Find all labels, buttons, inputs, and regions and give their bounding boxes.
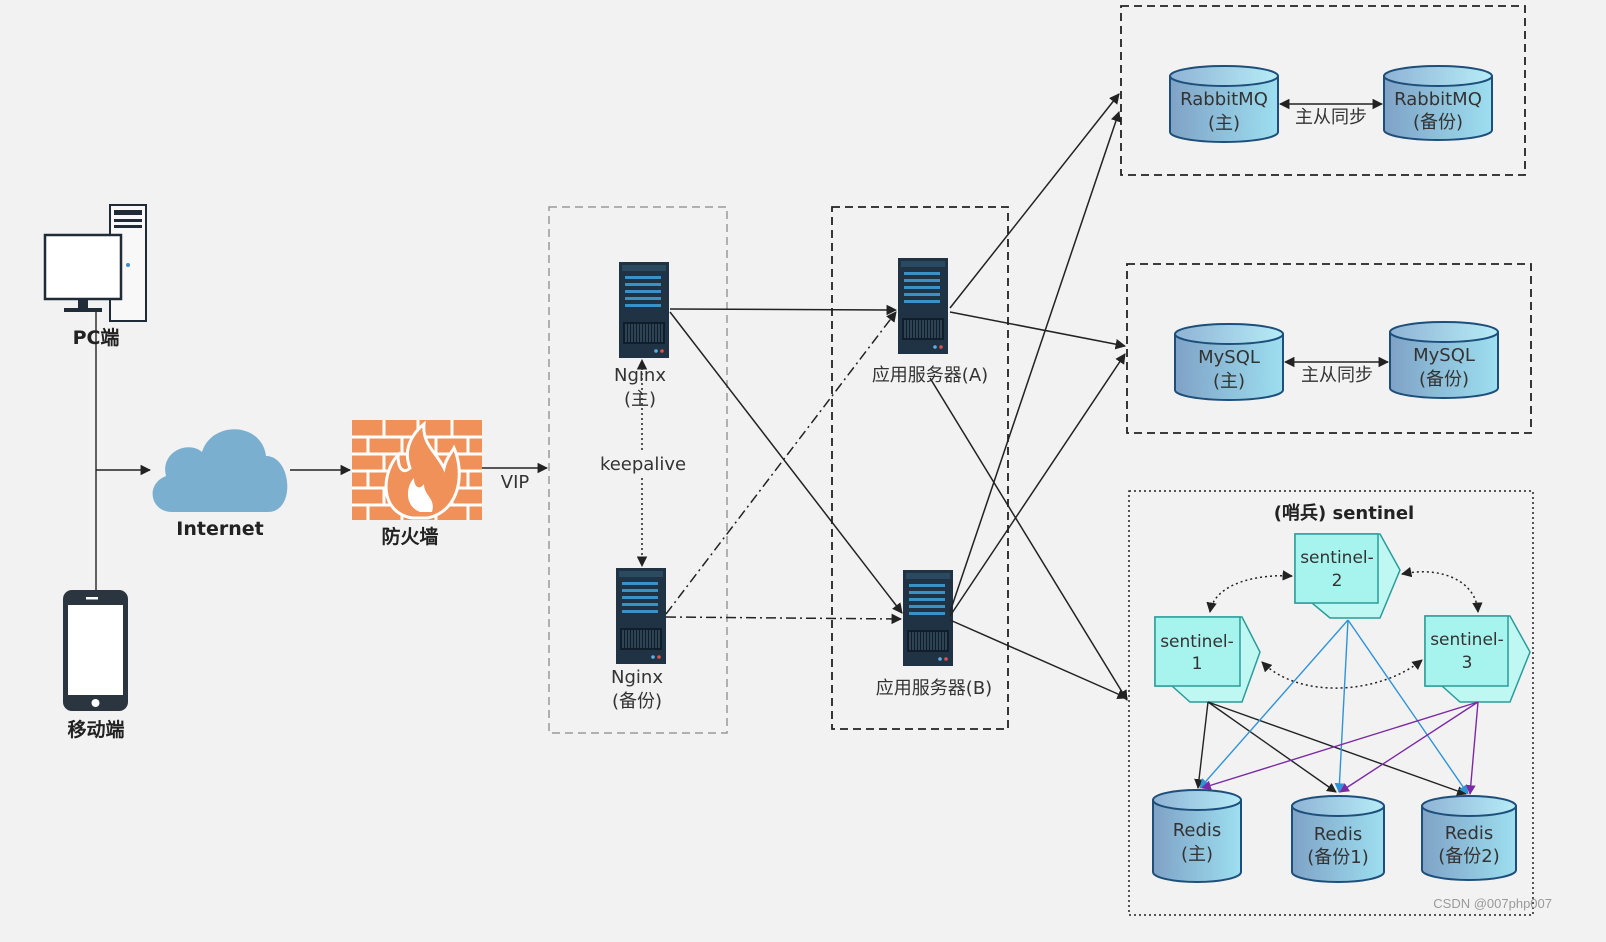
sentinel-group-title: (哨兵) sentinel — [1274, 502, 1414, 524]
app-server-b-label: 应用服务器(B) — [876, 678, 992, 699]
sentinel-group-box — [1128, 490, 1534, 916]
mysql-backup-cylinder — [1389, 321, 1499, 399]
watermark: CSDN @007php007 — [1433, 896, 1552, 911]
firewall-label: 防火墙 — [381, 525, 438, 548]
mobile-phone-icon — [63, 590, 128, 711]
internet-label: Internet — [176, 518, 263, 540]
redis-backup1-role: (备份1) — [1307, 847, 1369, 868]
nginx-main-name: Nginx — [614, 365, 666, 386]
firewall-icon — [352, 420, 482, 520]
redis-main-name: Redis — [1173, 820, 1222, 841]
mysql-sync-label: 主从同步 — [1301, 365, 1373, 386]
mysql-main-role: (主) — [1213, 371, 1245, 392]
pc-icon — [43, 204, 147, 322]
mysql-main-name: MySQL — [1198, 347, 1260, 368]
mysql-backup-role: (备份) — [1419, 369, 1469, 390]
redis-main-role: (主) — [1181, 844, 1213, 865]
mobile-label: 移动端 — [67, 718, 124, 741]
redis-backup1-cylinder — [1291, 795, 1385, 883]
nginx-main-server-icon — [618, 261, 670, 359]
sentinel-3-node — [1424, 615, 1531, 703]
redis-backup2-name: Redis — [1445, 823, 1494, 844]
redis-backup2-cylinder — [1421, 795, 1517, 881]
sentinel-1-node — [1154, 616, 1261, 703]
app-server-b-icon — [902, 569, 954, 667]
rabbitmq-sync-label: 主从同步 — [1295, 107, 1367, 128]
mysql-main-cylinder — [1174, 323, 1284, 401]
mysql-backup-name: MySQL — [1413, 345, 1475, 366]
rabbitmq-backup-role: (备份) — [1413, 112, 1463, 133]
sentinel-2-line1: sentinel- — [1300, 548, 1374, 568]
nginx-group-box — [548, 206, 728, 734]
mysql-group-box — [1126, 263, 1532, 434]
sentinel-2-line2: 2 — [1332, 571, 1343, 591]
rabbitmq-main-role: (主) — [1208, 113, 1240, 134]
rabbitmq-backup-name: RabbitMQ — [1394, 89, 1482, 110]
sentinel-1-line2: 1 — [1192, 654, 1203, 674]
redis-main-cylinder — [1152, 789, 1242, 883]
rabbitmq-main-name: RabbitMQ — [1180, 89, 1268, 110]
sentinel-3-line1: sentinel- — [1430, 630, 1504, 650]
keepalive-label: keepalive — [600, 454, 686, 475]
nginx-backup-server-icon — [615, 567, 667, 665]
rabbitmq-group-box — [1120, 5, 1526, 176]
sentinel-1-line1: sentinel- — [1160, 632, 1234, 652]
nginx-main-role: (主) — [624, 389, 656, 410]
app-server-a-icon — [897, 257, 949, 355]
app-server-a-label: 应用服务器(A) — [872, 365, 988, 386]
vip-label: VIP — [501, 472, 530, 493]
redis-backup1-name: Redis — [1314, 824, 1363, 845]
rabbitmq-main-cylinder — [1169, 65, 1279, 143]
rabbitmq-backup-cylinder — [1383, 65, 1493, 141]
nginx-backup-role: (备份) — [612, 691, 662, 712]
nginx-backup-name: Nginx — [611, 667, 663, 688]
redis-backup2-role: (备份2) — [1438, 846, 1500, 867]
cloud-icon — [152, 429, 288, 512]
sentinel-2-node — [1294, 533, 1401, 619]
app-server-group-box — [831, 206, 1009, 730]
pc-label: PC端 — [73, 326, 120, 349]
sentinel-3-line2: 3 — [1462, 653, 1473, 673]
